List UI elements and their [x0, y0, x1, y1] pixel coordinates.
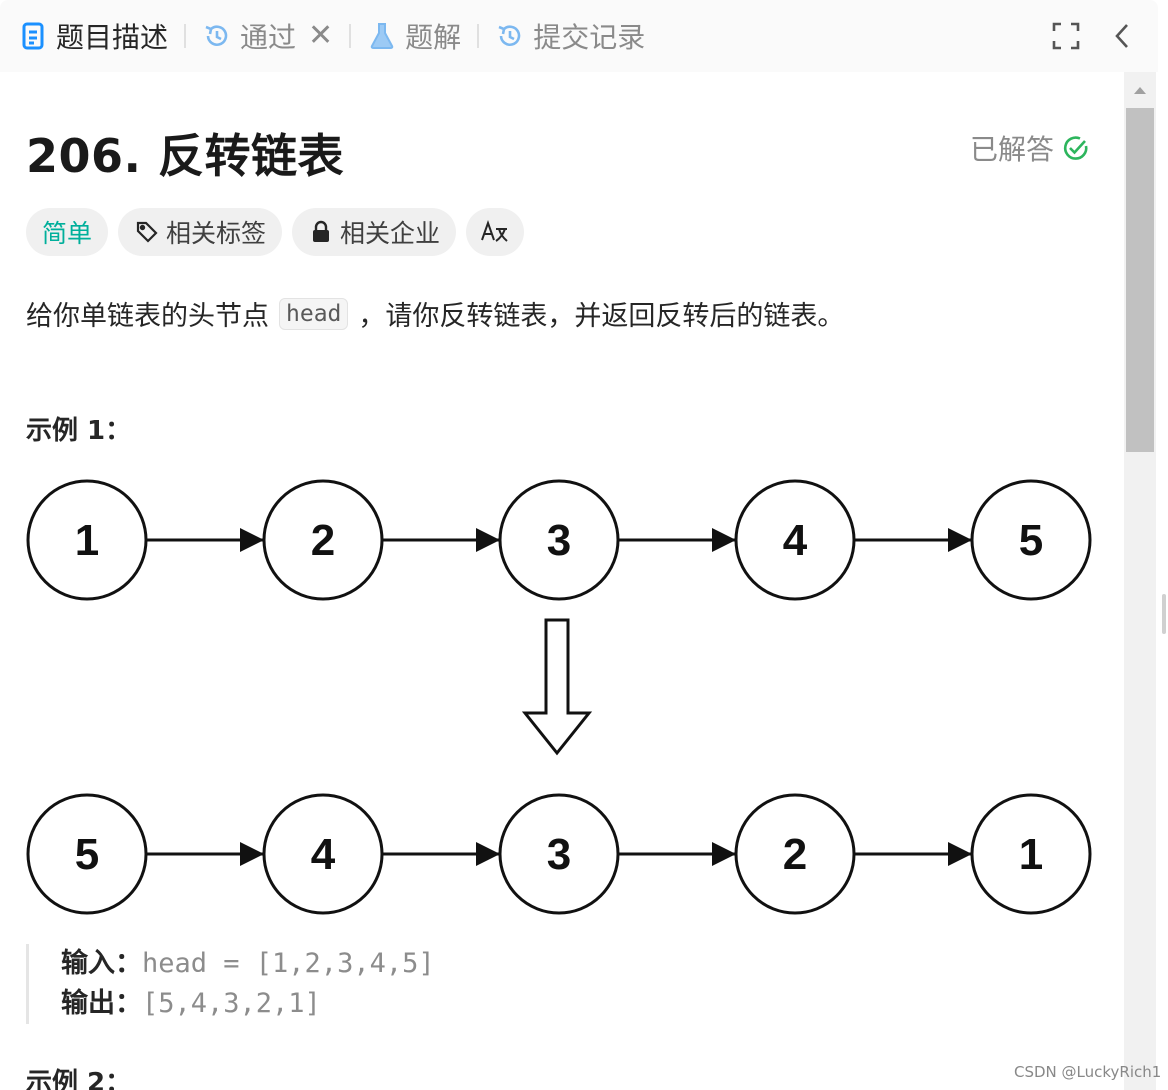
- node-value: 2: [311, 516, 335, 565]
- resize-handle[interactable]: [1162, 594, 1166, 634]
- close-icon[interactable]: ✕: [308, 18, 334, 53]
- history-icon: [495, 21, 525, 51]
- fullscreen-icon[interactable]: [1046, 16, 1086, 56]
- tab-divider: [349, 24, 352, 48]
- input-label: 输入：: [61, 948, 142, 979]
- chevron-left-icon[interactable]: [1102, 16, 1142, 56]
- related-companies-label: 相关企业: [340, 219, 441, 248]
- tab-description-label: 题目描述: [56, 21, 169, 54]
- tag-icon: [134, 219, 160, 245]
- description-text: 给你单链表的头节点: [26, 301, 269, 332]
- list-node: [970, 793, 1092, 915]
- related-tags-label: 相关标签: [166, 219, 267, 248]
- related-companies-button[interactable]: 相关企业: [292, 208, 457, 256]
- node-value: 5: [1019, 516, 1043, 565]
- example-1-io: 输入：head = [1,2,3,4,5] 输出：[5,4,3,2,1]: [26, 944, 435, 1024]
- tab-description[interactable]: 题目描述: [18, 16, 168, 56]
- down-arrow-icon: [521, 618, 593, 756]
- inline-code: head: [279, 297, 349, 330]
- tag-row: 简单 相关标签 相关企业: [26, 208, 534, 256]
- tab-divider: [184, 24, 187, 48]
- translate-button[interactable]: [466, 208, 525, 256]
- scroll-up-icon[interactable]: [1124, 80, 1156, 100]
- difficulty-label: 简单: [42, 219, 93, 248]
- lock-icon: [308, 219, 334, 245]
- tab-divider: [477, 24, 480, 48]
- example-1-title: 示例 1：: [26, 416, 132, 446]
- tab-solutions[interactable]: 题解: [367, 16, 461, 56]
- problem-content: 206. 反转链表 已解答 简单 相关标签 相关企业 给你单: [0, 72, 1124, 1090]
- input-line: 输入：head = [1,2,3,4,5]: [61, 944, 435, 984]
- problem-description: 给你单链表的头节点 head ，请你反转链表，并返回反转后的链表。: [26, 294, 844, 333]
- solved-status: 已解答: [970, 128, 1090, 168]
- page-title: 206. 反转链表: [26, 129, 345, 183]
- tab-accepted-label: 通过: [240, 21, 297, 54]
- node-value: 1: [1019, 830, 1043, 879]
- tab-bar-actions: [1046, 0, 1158, 72]
- output-label: 输出：: [61, 988, 142, 1019]
- tab-submissions[interactable]: 提交记录: [495, 16, 645, 56]
- output-value: [5,4,3,2,1]: [142, 988, 321, 1019]
- tab-accepted[interactable]: 通过 ✕: [202, 16, 333, 56]
- document-icon: [18, 21, 48, 51]
- translate-icon: [480, 219, 510, 245]
- history-icon: [202, 21, 232, 51]
- scrollbar[interactable]: [1124, 72, 1156, 1090]
- example-2-title: 示例 2：: [26, 1068, 132, 1090]
- reversed-list: 5 4 3 2 1: [26, 793, 1092, 915]
- node-value: 4: [783, 516, 808, 565]
- description-text: ，请你反转链表，并返回反转后的链表。: [358, 301, 845, 332]
- node-value: 3: [547, 830, 571, 879]
- tab-solutions-label: 题解: [405, 21, 462, 54]
- scroll-thumb[interactable]: [1126, 108, 1154, 452]
- check-circle-icon: [1062, 134, 1090, 162]
- linked-list-diagram: 1 2 3 4 5 5 4 3 2 1: [26, 479, 1092, 915]
- list-node: [970, 479, 1092, 601]
- node-value: 2: [783, 830, 807, 879]
- node-value: 5: [75, 830, 99, 879]
- output-line: 输出：[5,4,3,2,1]: [61, 984, 435, 1024]
- node-value: 4: [311, 830, 336, 879]
- watermark: CSDN @LuckyRich1: [1014, 1063, 1162, 1081]
- solved-label: 已解答: [970, 133, 1055, 166]
- node-value: 1: [75, 516, 99, 565]
- node-value: 3: [547, 516, 571, 565]
- difficulty-badge: 简单: [26, 208, 109, 256]
- original-list: 1 2 3 4 5: [26, 479, 1092, 601]
- input-value: head = [1,2,3,4,5]: [142, 948, 435, 979]
- flask-icon: [367, 21, 397, 51]
- tab-bar: 题目描述 通过 ✕ 题解 提交记录: [0, 0, 1158, 72]
- tab-submissions-label: 提交记录: [533, 21, 646, 54]
- related-tags-button[interactable]: 相关标签: [118, 208, 283, 256]
